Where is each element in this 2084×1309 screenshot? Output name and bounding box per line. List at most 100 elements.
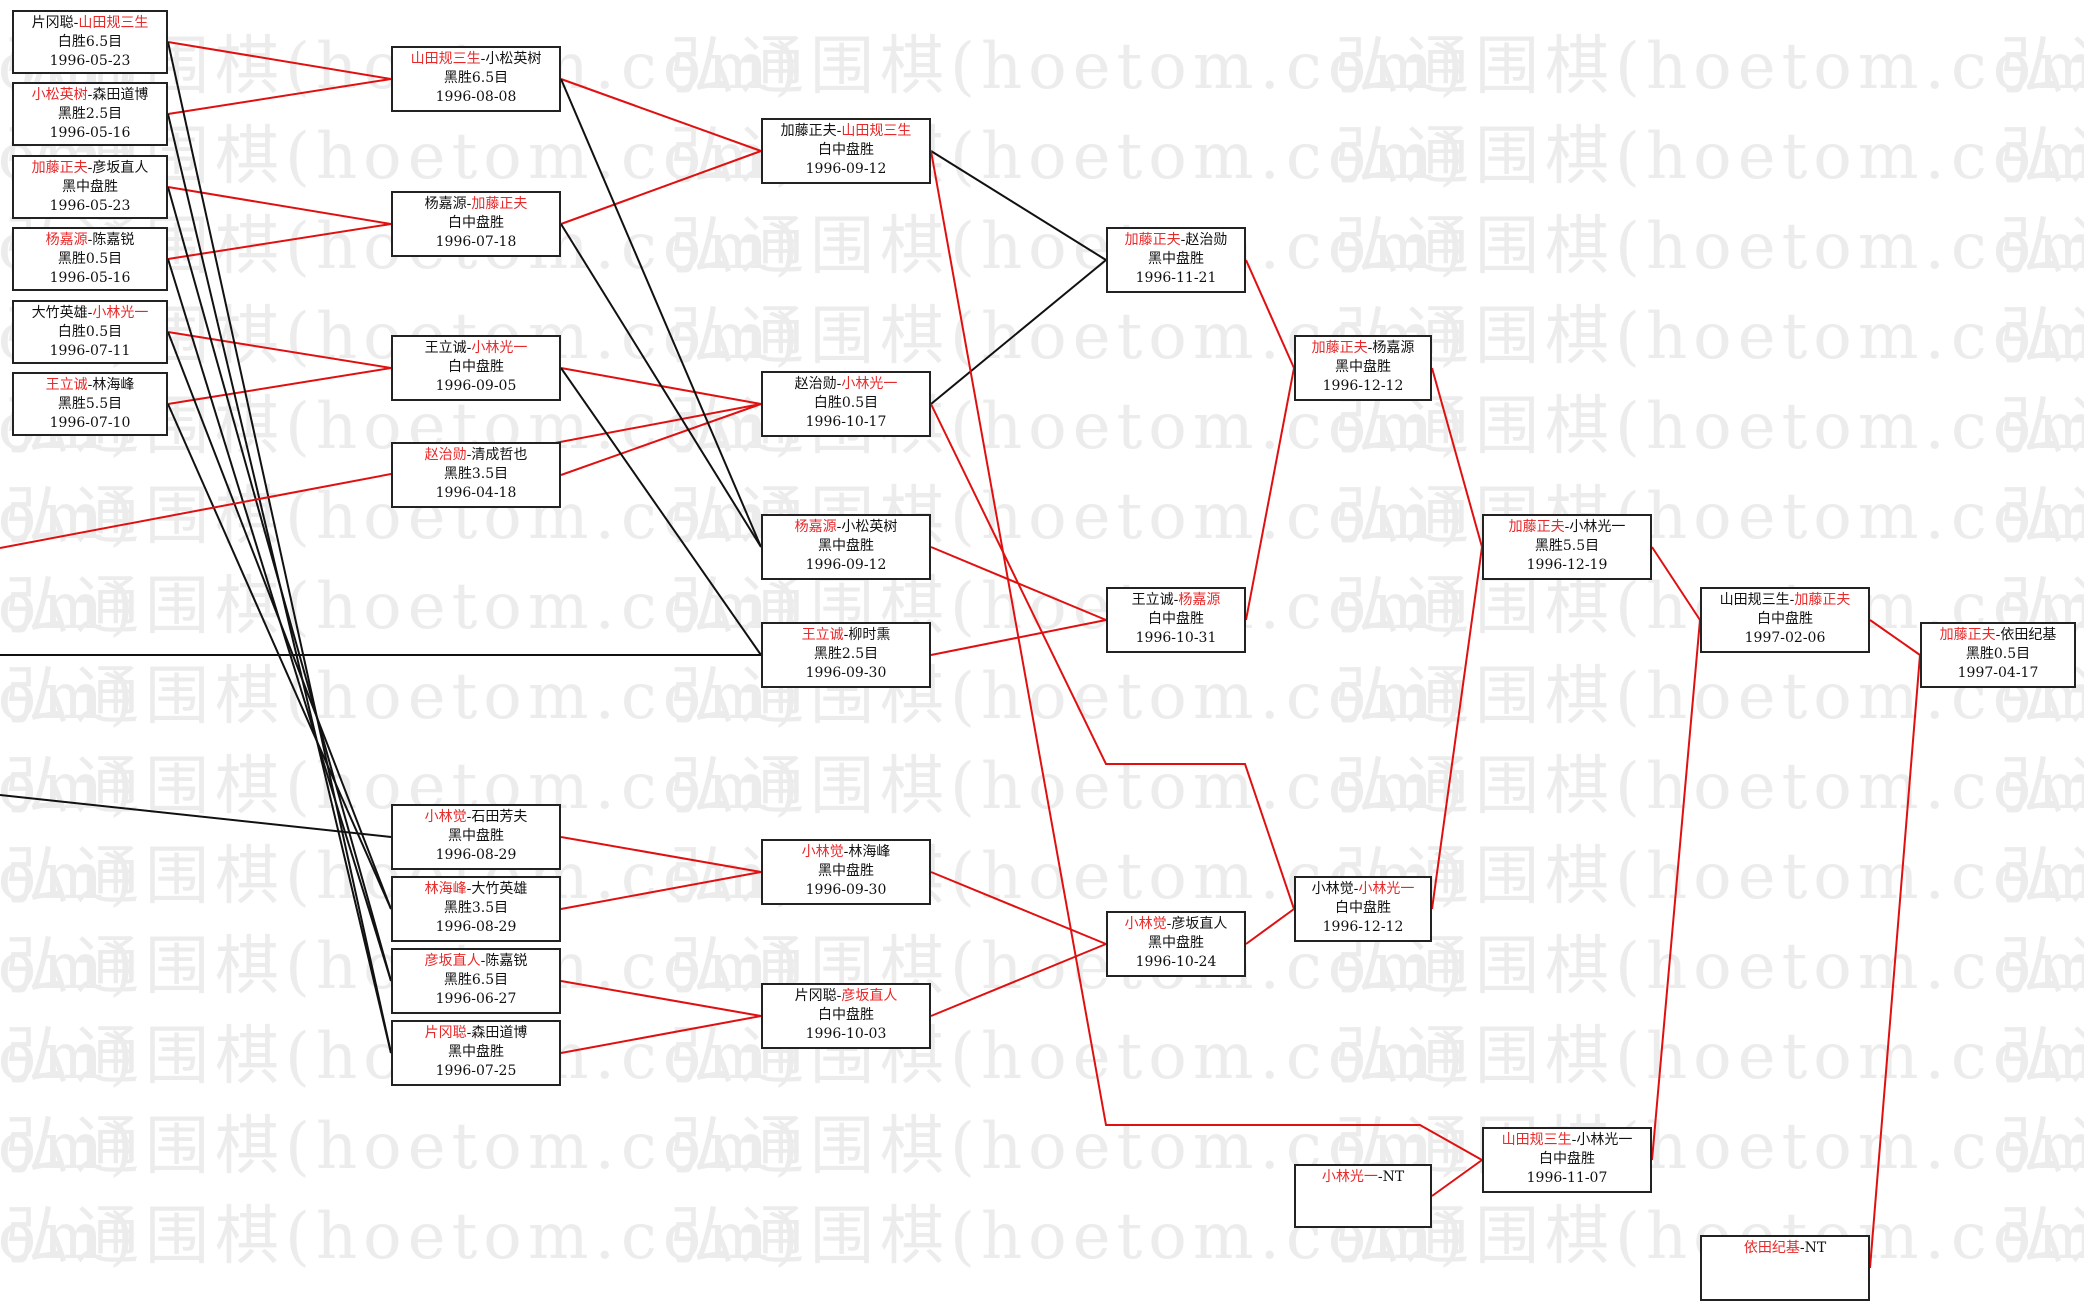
- match-date: 1996-09-12: [805, 557, 887, 573]
- bracket-connector: [1869, 619, 1921, 656]
- bracket-connector: [930, 403, 1295, 910]
- player-black: 大竹英雄: [31, 305, 88, 321]
- player-white: 彦坂直人: [1171, 916, 1228, 932]
- player-black: 山田规三生: [1719, 592, 1790, 608]
- player-separator: -: [1799, 1240, 1805, 1256]
- match-date: 1996-11-21: [1135, 270, 1217, 286]
- watermark-text: 弘通围棋(hoetom.com): [2000, 1110, 2084, 1184]
- match-result: 黑中盘胜: [818, 863, 874, 879]
- player-separator: -: [843, 627, 849, 643]
- watermark-text: 弘通围棋(hoetom.com): [1335, 390, 2084, 464]
- match-result: 白中盘胜: [1335, 900, 1391, 916]
- watermark-text: 弘通围棋(hoetom.com): [1335, 750, 2084, 824]
- bracket-connector: [1245, 367, 1295, 621]
- match-date: 1996-09-30: [805, 882, 887, 898]
- watermark-text: 弘通围棋(hoetom.com): [0, 570, 140, 644]
- match-result: 黑中盘胜: [62, 179, 118, 195]
- watermark-text: 弘通围棋(hoetom.com): [2000, 840, 2084, 914]
- match-players: 王立诚-杨嘉源: [1108, 591, 1244, 610]
- match-date: 1996-10-03: [805, 1026, 887, 1042]
- watermark-text: 弘通围棋(hoetom.com): [1335, 300, 2084, 374]
- match-result: 黑中盘胜: [448, 828, 504, 844]
- bracket-connector: [0, 403, 762, 549]
- watermark-text: 弘通围棋(hoetom.com): [0, 1200, 140, 1274]
- match-players: 山田规三生-加藤正夫: [1702, 591, 1868, 610]
- player-white: 大竹英雄: [471, 881, 528, 897]
- player-separator: -: [466, 881, 472, 897]
- watermark-text: 弘通围棋(hoetom.com): [2000, 390, 2084, 464]
- watermark-text: 弘通围棋(hoetom.com): [2000, 30, 2084, 104]
- match-result: 黑胜6.5目: [443, 972, 509, 988]
- player-separator: -: [87, 232, 93, 248]
- player-separator: -: [1173, 592, 1179, 608]
- watermark-text: 弘通围棋(hoetom.com): [1335, 930, 2084, 1004]
- bracket-connector: [560, 78, 762, 548]
- match-players: 小林觉-小林光一: [1296, 880, 1430, 899]
- watermark-text: 弘通围棋(hoetom.com): [2000, 120, 2084, 194]
- bracket-connector: [167, 186, 392, 225]
- match-players: 片冈聪-森田道博: [393, 1024, 559, 1043]
- watermark-text: 弘通围棋(hoetom.com): [1335, 1020, 2084, 1094]
- match-players: 片冈聪-山田规三生: [14, 14, 166, 33]
- player-separator: -: [87, 160, 93, 176]
- match-players: 杨嘉源-小松英树: [763, 518, 929, 537]
- bracket-connector: [1245, 908, 1295, 945]
- watermark-text: 弘通围棋(hoetom.com): [670, 210, 1470, 284]
- player-white: 小林光一: [1576, 1132, 1633, 1148]
- player-black: 加藤正夫: [1311, 340, 1368, 356]
- match-date: 1996-10-31: [1135, 630, 1217, 646]
- match-card: 小林觉-林海峰黑中盘胜 1996-09-30: [761, 839, 931, 905]
- watermark-text: 弘通围棋(hoetom.com): [1335, 120, 2084, 194]
- bracket-connector: [560, 836, 762, 873]
- player-black: 依田纪基: [1743, 1240, 1800, 1256]
- watermark-text: 弘通围棋(hoetom.com): [2000, 480, 2084, 554]
- match-date: 1996-05-23: [49, 198, 131, 214]
- player-black: 小林觉: [1311, 881, 1354, 897]
- watermark-text: 弘通围棋(hoetom.com): [0, 1110, 140, 1184]
- bracket-connector: [930, 150, 1483, 1161]
- player-black: 加藤正夫: [780, 123, 837, 139]
- player-white: 柳时熏: [848, 627, 891, 643]
- player-separator: -: [73, 15, 79, 31]
- player-separator: -: [836, 519, 842, 535]
- player-separator: -: [466, 1025, 472, 1041]
- match-result: 白中盘胜: [448, 215, 504, 231]
- match-players: 彦坂直人-陈嘉锐: [393, 952, 559, 971]
- watermark-text: 弘通围棋(hoetom.com): [5, 660, 805, 734]
- match-result: 白中盘胜: [448, 359, 504, 375]
- match-date: 1996-09-05: [435, 378, 517, 394]
- watermark-text: 弘通围棋(hoetom.com): [5, 570, 805, 644]
- match-players: 加藤正夫-小林光一: [1484, 518, 1650, 537]
- player-separator: -: [87, 305, 93, 321]
- player-separator: -: [1180, 232, 1186, 248]
- bracket-connector: [560, 980, 762, 1017]
- match-date: 1996-08-29: [435, 847, 517, 863]
- bracket-connector: [1651, 546, 1701, 621]
- bracket-connector: [167, 367, 392, 405]
- bracket-connector: [930, 259, 1107, 405]
- player-separator: -: [836, 376, 842, 392]
- bracket-connector: [167, 186, 392, 982]
- player-black: 小林光一: [1321, 1169, 1378, 1185]
- bracket-connector: [560, 78, 762, 152]
- player-separator: -: [1995, 627, 2001, 643]
- match-date: 1996-12-12: [1322, 378, 1404, 394]
- bracket-connector: [560, 150, 762, 225]
- bracket-connector: [167, 41, 392, 80]
- match-players: 小林觉-林海峰: [763, 843, 929, 862]
- player-white: 依田纪基: [2000, 627, 2057, 643]
- watermark-text: 弘通围棋(hoetom.com): [5, 1110, 805, 1184]
- player-white: 清成哲也: [471, 447, 528, 463]
- player-separator: -: [1789, 592, 1795, 608]
- player-separator: -: [843, 844, 849, 860]
- player-white: 陈嘉锐: [485, 953, 528, 969]
- player-white: 彦坂直人: [92, 160, 149, 176]
- bracket-connector: [1431, 367, 1483, 548]
